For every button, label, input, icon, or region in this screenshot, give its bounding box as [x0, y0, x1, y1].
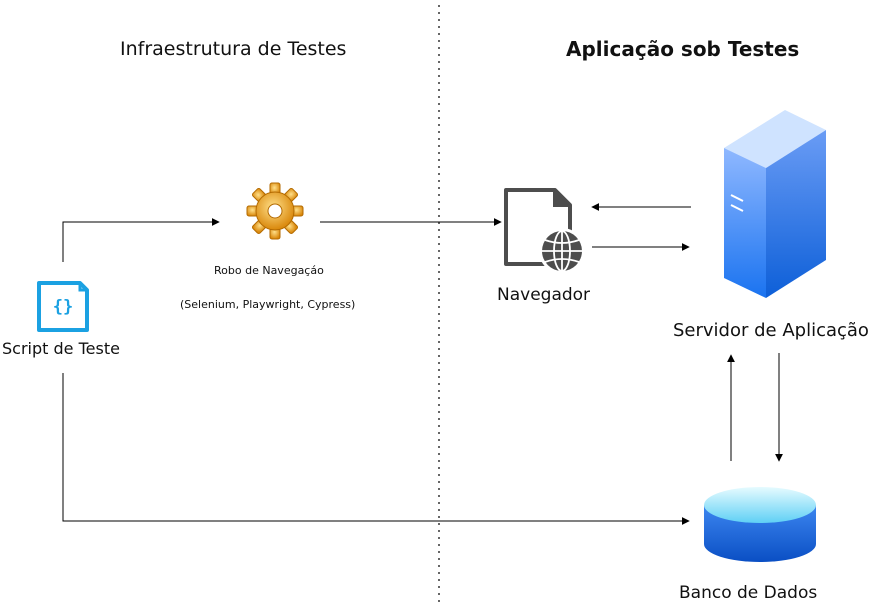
server-tower-icon — [724, 110, 826, 298]
globe-document-icon — [504, 188, 585, 274]
database-cylinder-icon — [704, 487, 816, 562]
script-label: Script de Teste — [2, 339, 120, 358]
edge-script-to-db — [62, 373, 690, 525]
browser-label: Navegador — [497, 285, 591, 305]
edge-script-to-robot — [62, 218, 220, 262]
database-label: Banco de Dados — [679, 583, 818, 603]
section-title-infra: Infraestrutura de Testes — [120, 38, 347, 60]
gear-icon — [246, 182, 304, 240]
server-label: Servidor de Aplicação — [673, 320, 869, 341]
robot-sublabel: (Selenium, Playwright, Cypress) — [180, 298, 356, 311]
robot-label: Robo de Navegaçáo — [214, 264, 324, 277]
svg-text:{}: {} — [53, 297, 73, 317]
section-title-app: Aplicação sob Testes — [566, 37, 800, 61]
code-braces-icon: {} — [37, 281, 89, 332]
connectors — [62, 203, 783, 525]
